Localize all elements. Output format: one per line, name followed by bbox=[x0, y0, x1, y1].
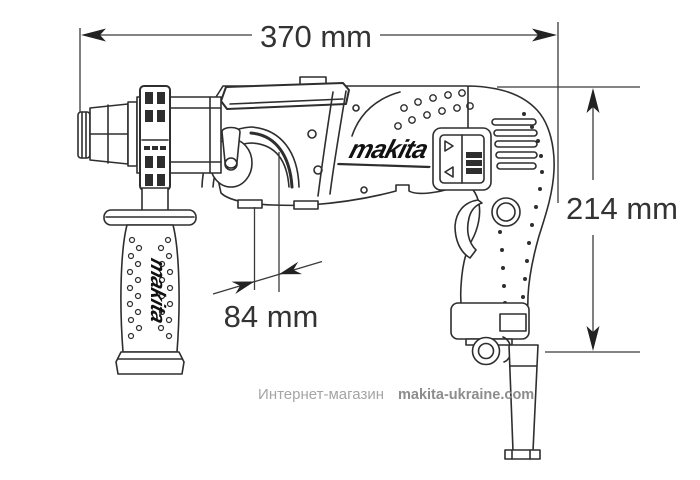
cord-boot-tip bbox=[504, 449, 541, 460]
watermark-site-link: makita-ukraine.com bbox=[398, 387, 534, 403]
clamp-slots bbox=[144, 92, 166, 186]
cord-ring bbox=[471, 336, 501, 366]
controls bbox=[432, 127, 521, 259]
brand-logo-text: makita bbox=[346, 134, 431, 163]
body-seam-2 bbox=[329, 90, 347, 195]
arrow-left-icon bbox=[81, 28, 106, 42]
arrow-ne-icon bbox=[231, 281, 255, 294]
arrow-sw-icon bbox=[279, 261, 302, 275]
body-screws bbox=[307, 104, 368, 194]
arrow-right-icon bbox=[532, 28, 557, 42]
dimension-offset: 84 mm bbox=[212, 152, 323, 334]
drill-drawing: makita bbox=[77, 76, 555, 460]
side-handle-clamp bbox=[139, 85, 171, 191]
grip-logo: makita bbox=[146, 256, 170, 327]
cord-assembly bbox=[450, 302, 541, 460]
handle-dots bbox=[498, 112, 544, 329]
fr-switch bbox=[432, 127, 492, 191]
dimensions: 370 mm 214 mm 84 mm bbox=[79, 19, 678, 353]
watermark-shop-text: Интернет-магазин bbox=[258, 386, 384, 403]
chuck-ring bbox=[127, 101, 138, 167]
reverse-arrow-icon bbox=[444, 166, 454, 178]
width-dimension-label: 370 mm bbox=[260, 19, 372, 54]
side-handle: makita bbox=[103, 85, 197, 375]
grip-logo-text: makita bbox=[146, 256, 170, 327]
grip-dots bbox=[126, 236, 174, 340]
brand-logo: makita bbox=[337, 134, 431, 169]
grip-end-cap bbox=[115, 351, 185, 375]
arrow-up-icon bbox=[586, 88, 600, 113]
offset-dimension-label: 84 mm bbox=[224, 299, 319, 334]
vent-dots bbox=[394, 89, 474, 130]
arrow-down-icon bbox=[586, 326, 600, 351]
body-foot bbox=[293, 200, 319, 210]
top-bar bbox=[220, 82, 350, 110]
body-seam bbox=[317, 91, 334, 197]
cord-ring-hole bbox=[477, 342, 495, 360]
height-dimension-label: 214 mm bbox=[566, 191, 678, 226]
vent-seam bbox=[351, 91, 401, 137]
lock-button bbox=[491, 197, 521, 227]
base-detail bbox=[499, 313, 527, 332]
grip-vents bbox=[491, 118, 538, 170]
forward-arrow-icon bbox=[444, 140, 454, 152]
dimension-height: 214 mm bbox=[497, 86, 678, 353]
chuck-cap bbox=[77, 111, 91, 159]
body-foot bbox=[237, 199, 263, 209]
trigger bbox=[454, 199, 483, 259]
watermark: Интернет-магазин makita-ukraine.com bbox=[258, 386, 534, 403]
dimension-width: 370 mm bbox=[79, 19, 559, 203]
switch-slider bbox=[466, 152, 482, 174]
handle-base bbox=[450, 302, 530, 340]
handle-neck bbox=[141, 187, 169, 213]
